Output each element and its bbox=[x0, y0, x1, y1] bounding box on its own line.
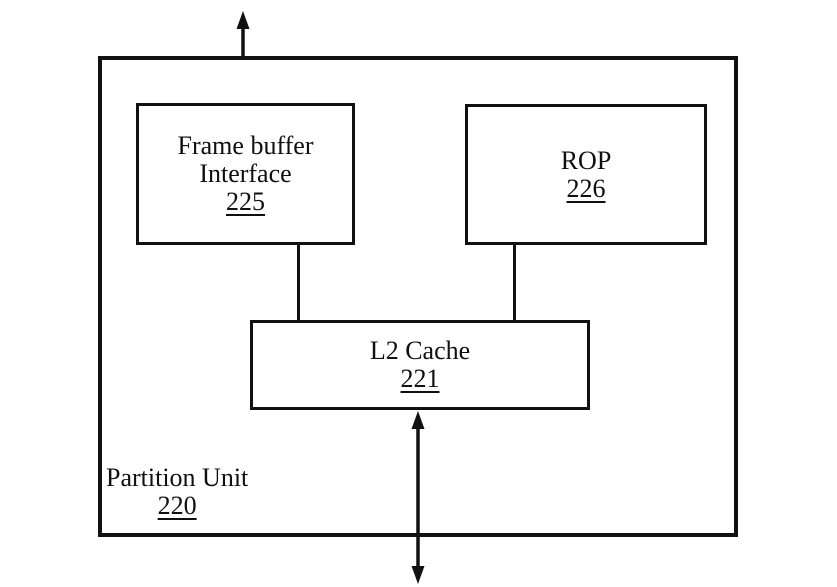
rop-box: ROP 226 bbox=[465, 104, 707, 245]
l2-cache-label: L2 Cache bbox=[369, 336, 471, 365]
partition-unit-label: Partition Unit bbox=[106, 463, 249, 492]
frame-buffer-interface-ref: 225 bbox=[226, 187, 265, 216]
rop-label: ROP bbox=[560, 145, 612, 175]
partition-unit-label-group: Partition Unit 220 bbox=[106, 464, 248, 520]
connector-fbi-to-l2 bbox=[297, 242, 300, 322]
partition-unit-ref: 220 bbox=[157, 491, 197, 520]
bidirectional-arrow-icon bbox=[411, 411, 425, 584]
frame-buffer-interface-box: Frame buffer Interface 225 bbox=[136, 103, 355, 245]
l2-cache-ref: 221 bbox=[400, 364, 440, 393]
l2-cache-box: L2 Cache 221 bbox=[250, 320, 590, 410]
frame-buffer-interface-label-line2: Interface bbox=[199, 159, 292, 188]
rop-ref: 226 bbox=[566, 173, 606, 203]
frame-buffer-interface-label-line1: Frame buffer bbox=[177, 131, 314, 160]
connector-rop-to-l2 bbox=[513, 243, 516, 322]
